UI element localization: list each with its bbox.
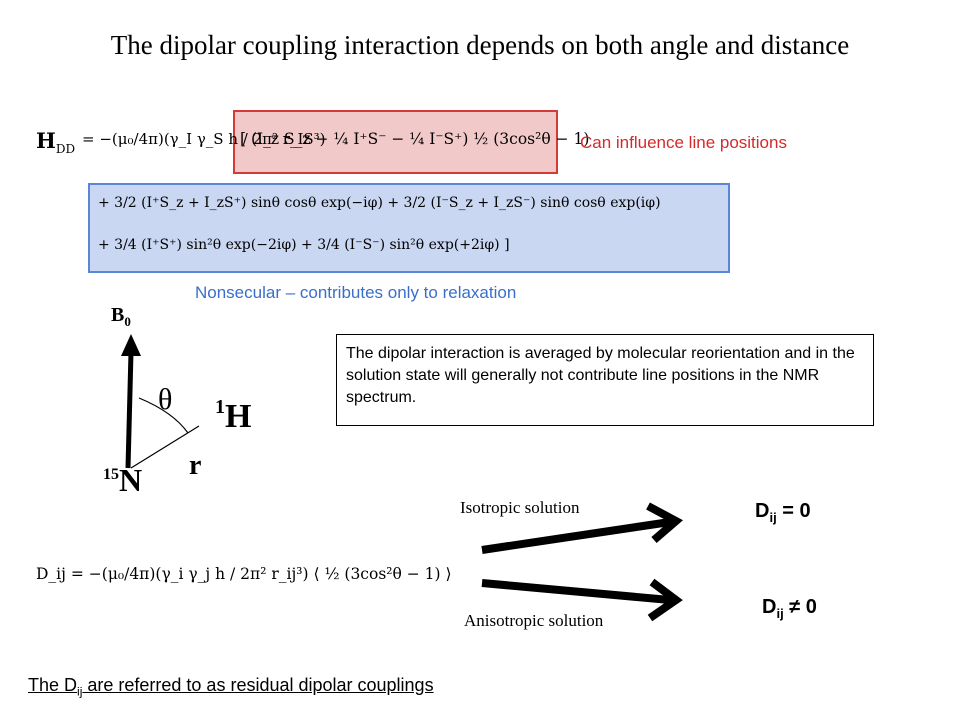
page-title: The dipolar coupling interaction depends… — [110, 30, 850, 60]
hamiltonian-secular-term: [ (I_z S_z − ¼ I⁺S⁻ − ¼ I⁻S⁺) ½ (3cos²θ … — [240, 130, 590, 148]
hamiltonian-line-2: + 3/2 (I⁺S_z + I_zS⁺) sinθ cosθ exp(−iφ)… — [98, 195, 661, 211]
b0-label: B0 — [111, 304, 131, 329]
hamiltonian-lhs: HDD — [36, 128, 76, 156]
nonsecular-label: Nonsecular – contributes only to relaxat… — [195, 283, 517, 302]
theta-arc — [138, 397, 189, 434]
anisotropic-label: Anisotropic solution — [464, 611, 604, 630]
b0-arrowhead — [121, 334, 141, 356]
secular-term-highlight — [233, 110, 558, 174]
anisotropic-arrow-shaft — [481, 579, 671, 604]
theta-label: θ — [158, 383, 173, 416]
anisotropic-arrowhead — [647, 578, 683, 622]
distance-label: r — [189, 450, 202, 481]
footer-note: The Dij are referred to as residual dipo… — [28, 675, 434, 699]
solution-arrows — [481, 502, 684, 622]
info-box: The dipolar interaction is averaged by m… — [336, 334, 874, 426]
hydrogen-label: 1H — [215, 396, 252, 435]
dij-nonzero-label: Dij ≠ 0 — [762, 596, 817, 621]
dij-equation: D_ij = −(μ₀/4π)(γ_i γ_j h / 2π² r_ij³) ⟨… — [36, 565, 452, 583]
isotropic-arrowhead — [646, 502, 684, 544]
hamiltonian-line-3: + 3/4 (I⁺S⁺) sin²θ exp(−2iφ) + 3/4 (I⁻S⁻… — [98, 237, 510, 253]
nonsecular-term-highlight — [88, 183, 730, 273]
vector-diagram — [121, 334, 200, 469]
dij-zero-label: Dij = 0 — [755, 500, 811, 525]
nitrogen-label: 15N — [103, 462, 143, 498]
isotropic-arrow-shaft — [481, 518, 671, 554]
hamiltonian-prefactor: = −(μ₀/4π)(γ_I γ_S h / 2π² r_IS³) — [82, 130, 326, 148]
isotropic-label: Isotropic solution — [460, 498, 580, 517]
b0-vector — [125, 351, 134, 469]
secular-label: Can influence line positions — [580, 133, 787, 152]
